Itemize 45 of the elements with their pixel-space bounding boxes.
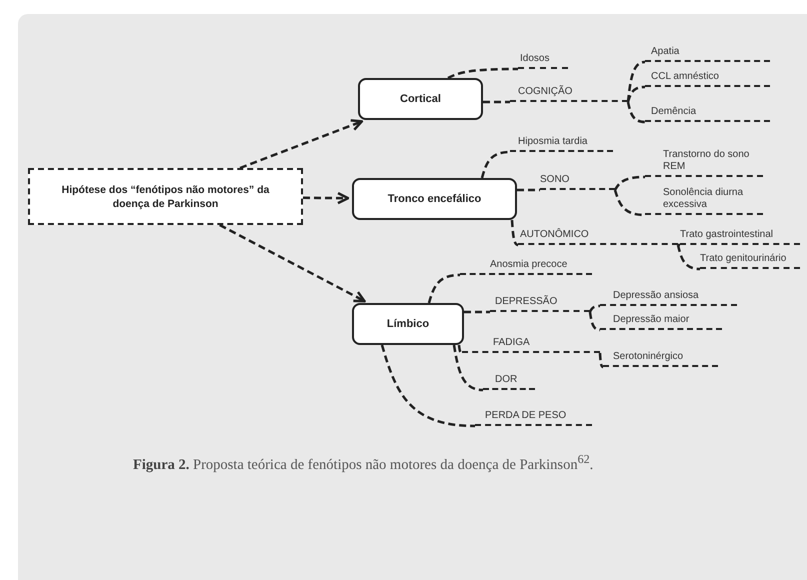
connector-line <box>480 150 510 178</box>
hypothesis-box: Hipótese dos “fenótipos não motores” da doença de Parkinson <box>28 168 303 225</box>
branch-label: Trato genitourinário <box>700 255 800 269</box>
connector-line <box>447 68 518 80</box>
connector-line <box>588 304 600 313</box>
category-box: Límbico <box>352 303 464 345</box>
connector-line <box>588 312 600 332</box>
branch-label: FADIGA <box>462 338 600 353</box>
branch-label: Demência <box>645 106 770 122</box>
branch-label: Depressão maior <box>600 315 722 330</box>
connector-line <box>678 244 680 246</box>
category-box: Tronco encefálico <box>352 178 517 220</box>
connector-line <box>464 310 490 314</box>
branch-label: DEPRESSÃO <box>490 297 590 312</box>
connector-line <box>598 352 604 368</box>
arrow <box>303 192 350 204</box>
branch-label: Depressão ansiosa <box>600 291 737 306</box>
connector-line <box>510 220 518 246</box>
branch-label: Sonolência diurna excessiva <box>645 188 763 215</box>
connector-line <box>626 60 646 102</box>
branch-label: Apatia <box>645 46 770 62</box>
connector-line <box>517 188 540 192</box>
connector-line <box>452 344 484 392</box>
branch-label: SONO <box>540 175 615 190</box>
connector-line <box>626 102 646 124</box>
branch-label: DOR <box>483 376 535 390</box>
branch-label: Idosos <box>518 52 568 69</box>
branch-label: Serotoninérgico <box>603 353 718 367</box>
figure-caption: Figura 2. Proposta teórica de fenótipos não motores da doença de Parkinson$^{62}$. <box>133 452 594 474</box>
branch-label: Anosmia precoce <box>460 260 592 275</box>
connector-line <box>380 344 476 428</box>
category-box: Cortical <box>358 78 483 120</box>
arrow <box>240 119 364 170</box>
connector-line <box>428 274 460 304</box>
branch-label: Trato gastrointestinal <box>680 231 800 245</box>
connector-line <box>676 244 700 270</box>
arrow <box>219 224 366 302</box>
branch-label: Hiposmia tardia <box>510 137 613 152</box>
connector-line <box>458 344 462 354</box>
connector-line <box>483 100 510 104</box>
branch-label: CCL amnéstico <box>645 71 770 87</box>
branch-label: PERDA DE PESO <box>475 411 592 426</box>
branch-label: Transtorno do sono REM <box>645 148 763 177</box>
connector-line <box>614 176 646 191</box>
connector-line <box>626 86 646 102</box>
